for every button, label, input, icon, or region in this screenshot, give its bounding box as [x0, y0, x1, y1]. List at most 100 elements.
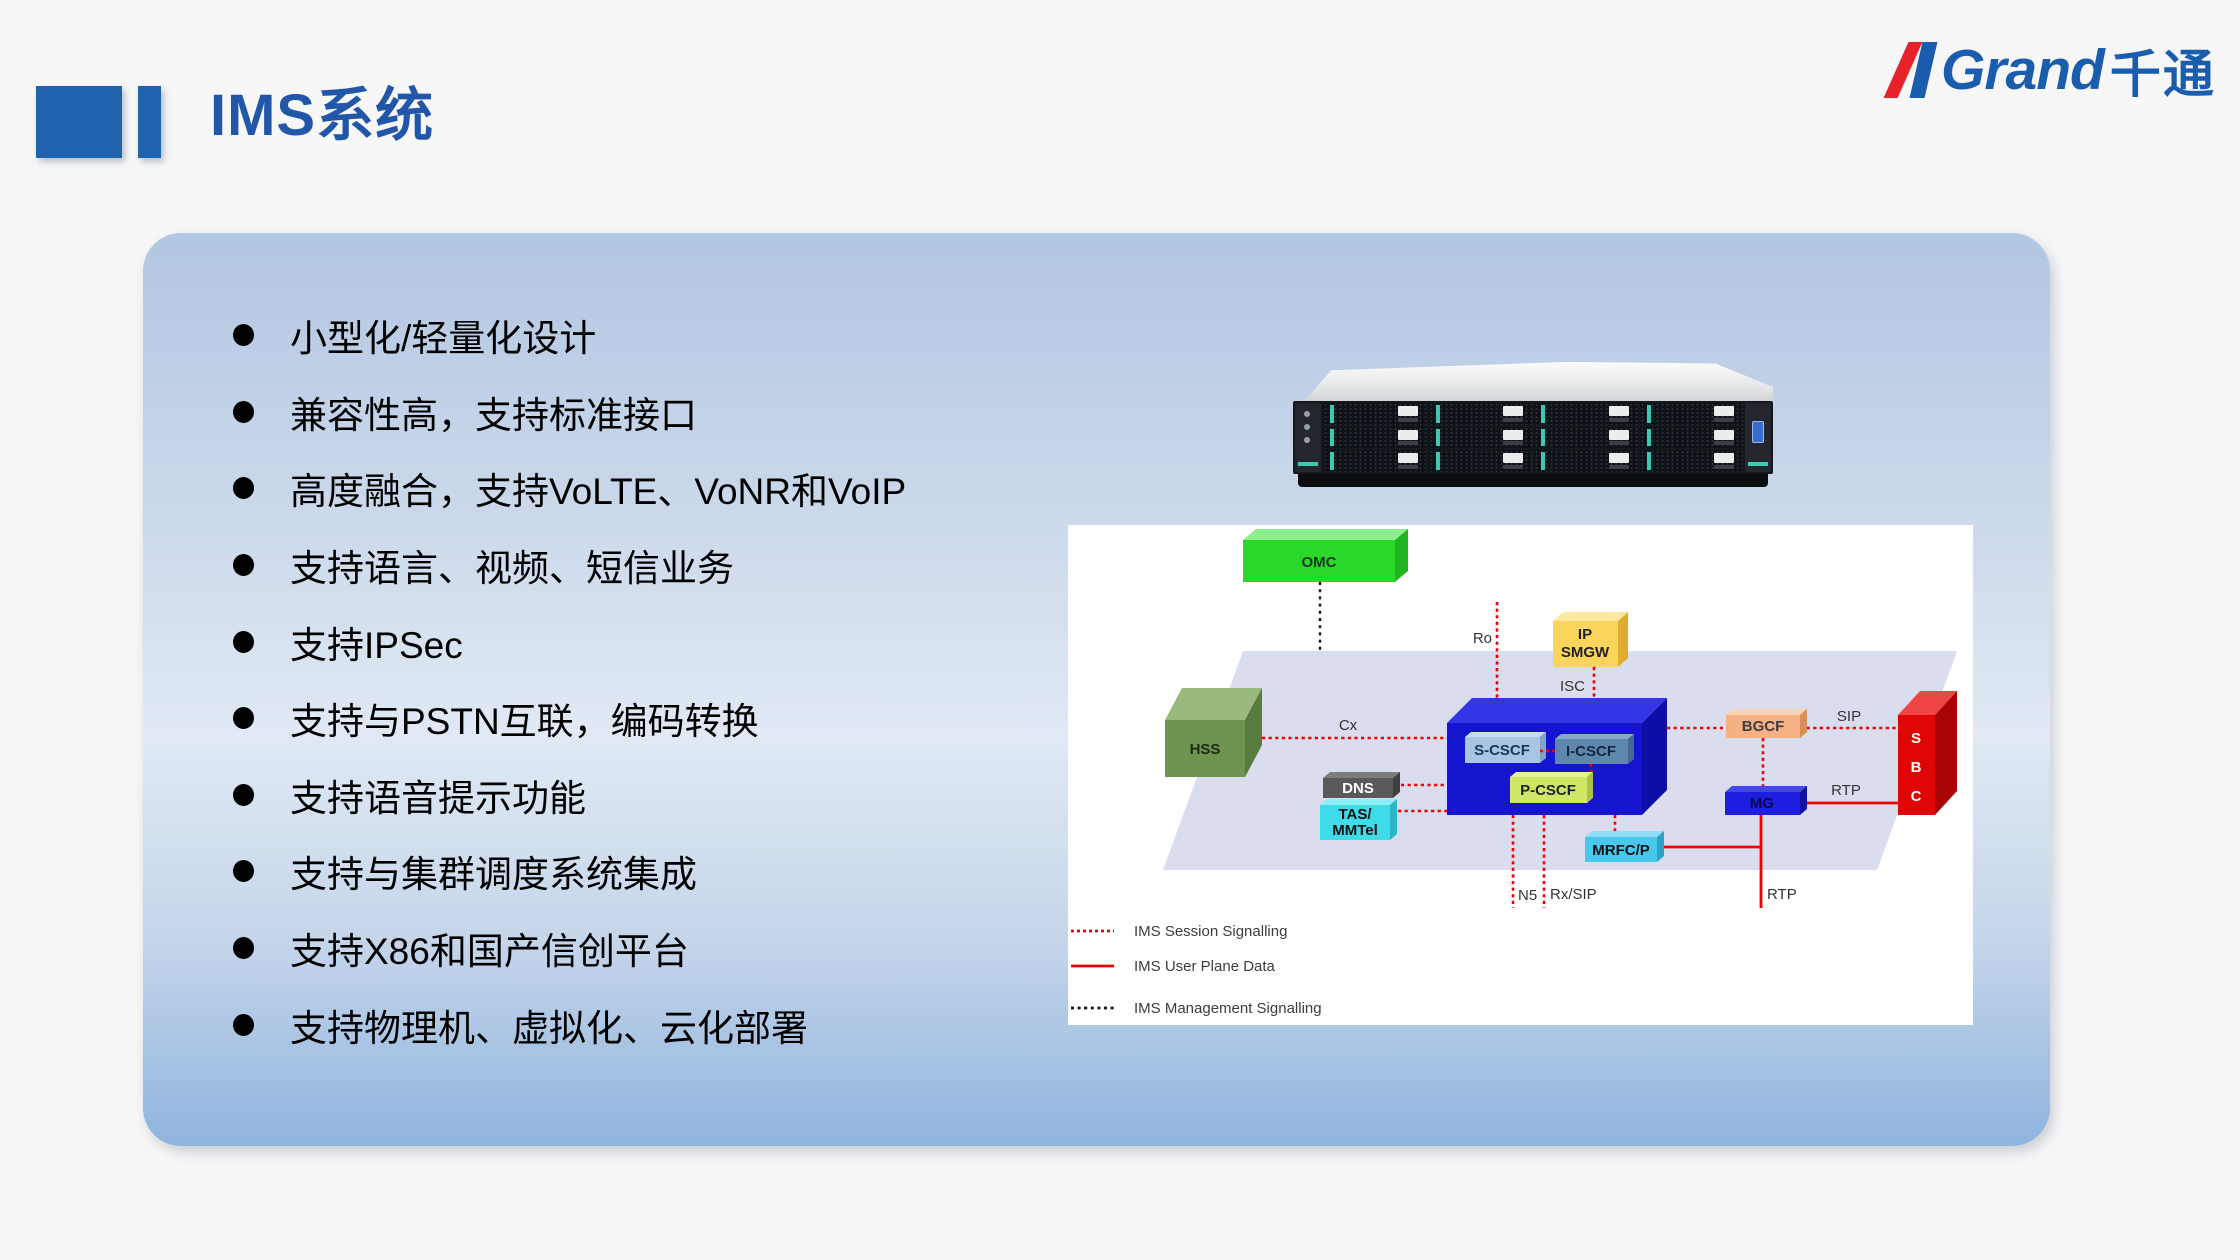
feature-item: 小型化/轻量化设计 [233, 297, 906, 374]
feature-text: 兼容性高，支持标准接口 [290, 394, 697, 436]
edge-label-rtp-lower: RTP [1767, 886, 1797, 903]
feature-item: 兼容性高，支持标准接口 [233, 374, 906, 451]
node-cscf-core: S-CSCF I-CSCF P-CSCF [1447, 698, 1667, 815]
drive-bay [1428, 450, 1532, 472]
drive-bay [1323, 403, 1427, 425]
bullet-icon [233, 1013, 254, 1036]
node-omc: OMC [1243, 529, 1408, 582]
feature-text: 支持语言、视频、短信业务 [290, 548, 734, 590]
server-image [1293, 361, 1773, 487]
node-mrfc-p: MRFC/P [1585, 831, 1664, 862]
edge-label-n5: N5 [1518, 887, 1537, 904]
node-tas-label2: MMTel [1332, 822, 1378, 839]
node-sbc-letter3: C [1911, 788, 1922, 805]
ims-architecture-diagram: OMC HSS IP SMGW DNS [1068, 525, 1973, 1025]
server-teal-strip [1298, 462, 1318, 466]
drive-bay [1323, 450, 1427, 472]
logo-grand-text: Grand [1941, 38, 2105, 102]
node-sbc: S B C [1898, 691, 1957, 815]
server-right-ear [1745, 403, 1771, 472]
bullet-icon [233, 554, 254, 577]
drive-bay [1639, 403, 1743, 425]
edge-label-ro: Ro [1473, 630, 1492, 647]
node-mg: MG [1725, 786, 1807, 815]
edge-label-rtp-upper: RTP [1831, 782, 1861, 799]
edge-label-sip: SIP [1837, 708, 1861, 725]
feature-text: 支持X86和国产信创平台 [290, 931, 689, 973]
node-p-cscf: P-CSCF [1510, 772, 1593, 803]
node-dns-label: DNS [1342, 780, 1374, 797]
drive-bay [1639, 426, 1743, 449]
node-i-cscf-label: I-CSCF [1566, 743, 1616, 760]
bullet-icon [233, 477, 254, 500]
feature-list: 小型化/轻量化设计 兼容性高，支持标准接口 高度融合，支持VoLTE、VoNR和… [233, 297, 906, 1063]
drive-bay [1534, 426, 1638, 449]
feature-item: 高度融合，支持VoLTE、VoNR和VoIP [233, 450, 906, 527]
feature-item: 支持物理机、虚拟化、云化部署 [233, 986, 906, 1063]
server-chassis [1293, 401, 1773, 474]
server-left-ear [1295, 403, 1321, 472]
node-p-cscf-label: P-CSCF [1520, 782, 1576, 799]
page-title: IMS系统 [210, 83, 435, 148]
title-decoration-square [36, 86, 122, 158]
node-sbc-letter2: B [1911, 759, 1922, 776]
server-base [1298, 474, 1768, 487]
legend-label-session: IMS Session Signalling [1134, 923, 1287, 940]
drive-bay [1428, 403, 1532, 425]
drive-bay [1639, 450, 1743, 472]
edge-label-cx: Cx [1339, 717, 1358, 734]
edge-label-isc: ISC [1560, 678, 1585, 695]
node-tas-mmtel: TAS/ MMTel [1320, 799, 1397, 840]
edge-label-rx-sip: Rx/SIP [1550, 886, 1597, 903]
bullet-icon [233, 937, 254, 960]
server-led [1304, 411, 1310, 417]
node-dns: DNS [1323, 772, 1400, 798]
drive-bay [1534, 450, 1638, 472]
feature-item: 支持X86和国产信创平台 [233, 910, 906, 987]
legend-label-management: IMS Management Signalling [1134, 1000, 1322, 1017]
node-hss-label: HSS [1190, 741, 1221, 758]
node-hss: HSS [1165, 688, 1262, 777]
node-sbc-letter1: S [1911, 730, 1921, 747]
bullet-icon [233, 630, 254, 653]
bullet-icon [233, 400, 254, 423]
feature-text: 小型化/轻量化设计 [290, 318, 597, 360]
bullet-icon [233, 707, 254, 730]
diagram-edges [1262, 582, 1898, 908]
logo-lambda-icon [1883, 39, 1939, 101]
diagram-edge-labels: Ro ISC Cx SIP RTP RTP N5 Rx/SIP [1339, 630, 1861, 904]
bullet-icon [233, 783, 254, 806]
node-mrfc-p-label: MRFC/P [1592, 842, 1650, 859]
feature-item: 支持语音提示功能 [233, 757, 906, 834]
drive-bay [1323, 426, 1427, 449]
node-omc-label: OMC [1302, 554, 1337, 571]
node-ip-smgw-label2: SMGW [1561, 644, 1610, 661]
server-led [1304, 424, 1310, 430]
legend-label-userplane: IMS User Plane Data [1134, 958, 1276, 975]
server-teal-strip [1748, 462, 1768, 466]
server-drive-bays [1323, 403, 1743, 472]
feature-item: 支持与PSTN互联，编码转换 [233, 680, 906, 757]
node-mg-label: MG [1750, 795, 1774, 812]
feature-text: 支持IPSec [290, 624, 463, 666]
feature-text: 支持物理机、虚拟化、云化部署 [290, 1007, 808, 1049]
server-led [1304, 437, 1310, 443]
title-decoration-bar [138, 86, 161, 158]
node-s-cscf: S-CSCF [1465, 732, 1546, 763]
node-bgcf: BGCF [1726, 709, 1807, 738]
node-tas-label1: TAS/ [1338, 806, 1372, 823]
server-lid [1293, 361, 1773, 403]
diagram-legend: IMS Session Signalling IMS User Plane Da… [1071, 923, 1322, 1017]
logo-chinese-text: 千通 [2109, 46, 2216, 103]
feature-item: 支持与集群调度系统集成 [233, 833, 906, 910]
node-s-cscf-label: S-CSCF [1474, 742, 1530, 759]
feature-item: 支持IPSec [233, 603, 906, 680]
node-bgcf-label: BGCF [1742, 718, 1785, 735]
server-vga-port [1752, 421, 1764, 443]
feature-text: 支持与PSTN互联，编码转换 [290, 701, 759, 743]
drive-bay [1428, 426, 1532, 449]
bullet-icon [233, 324, 254, 347]
feature-text: 支持与集群调度系统集成 [290, 854, 697, 896]
node-ip-smgw-label1: IP [1578, 626, 1592, 643]
